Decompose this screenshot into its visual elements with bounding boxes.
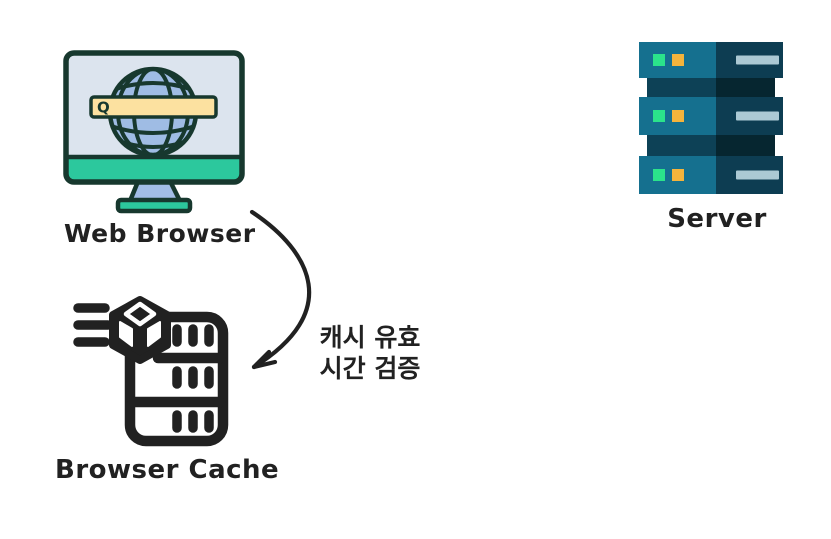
browser-cache-icon: [73, 296, 229, 447]
cache-rack: [124, 311, 229, 447]
server-unit: [639, 156, 783, 194]
cache-cube-icon: [109, 296, 171, 364]
led-green-icon: [653, 169, 665, 181]
server-unit: [639, 97, 783, 135]
server-icon: [639, 42, 783, 194]
led-green-icon: [653, 54, 665, 66]
led-yellow-icon: [672, 169, 684, 181]
web-browser-label: Web Browser: [64, 219, 256, 248]
arrow-shaft: [249, 209, 312, 370]
server-connector: [647, 78, 775, 156]
server-slot-bar: [736, 170, 779, 180]
monitor-taskbar: [66, 157, 242, 182]
monitor-frame: [63, 50, 245, 185]
server-label: Server: [667, 204, 767, 234]
search-q-icon: Q: [97, 99, 110, 117]
server-slot-bar: [736, 111, 779, 121]
edge-label-line1: 캐시 유효: [319, 323, 421, 352]
edge-label-line2: 시간 검증: [319, 354, 421, 383]
server-slot-bar: [736, 55, 779, 65]
cache-dots: [172, 324, 214, 433]
server-unit: [639, 42, 783, 78]
search-bar: Q: [89, 95, 218, 119]
browser-cache-label: Browser Cache: [55, 455, 280, 485]
led-yellow-icon: [672, 54, 684, 66]
monitor-base: [115, 197, 193, 214]
edge-label: 캐시 유효 시간 검증: [304, 322, 436, 384]
speed-lines-icon: [73, 303, 113, 347]
arrowhead-icon: [251, 349, 278, 370]
led-green-icon: [653, 110, 665, 122]
web-browser-icon: Q: [63, 50, 245, 214]
led-yellow-icon: [672, 110, 684, 122]
